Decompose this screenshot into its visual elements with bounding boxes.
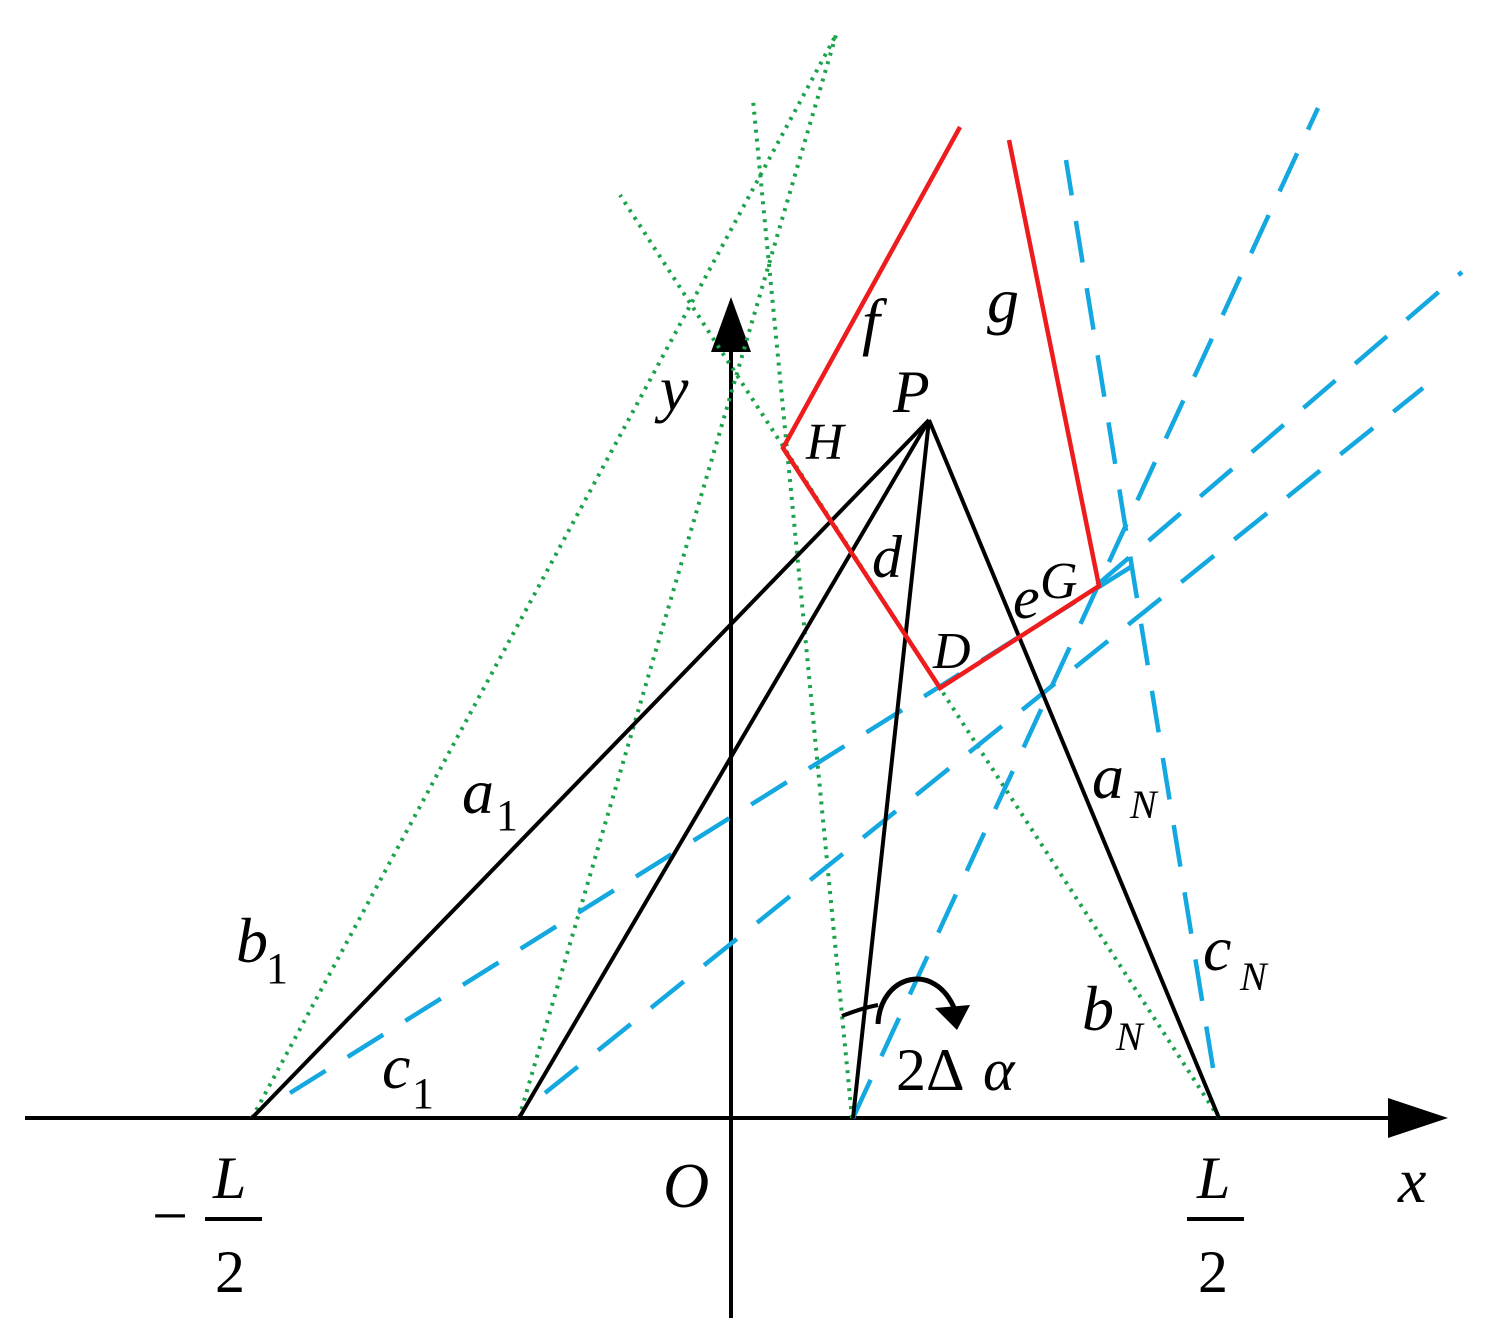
blue-line-cN — [1063, 159, 1216, 1069]
ray-3 — [851, 419, 931, 1119]
label-cN: c N — [1203, 913, 1269, 999]
blue-line-4 — [1095, 270, 1464, 587]
left-tick-sign: − — [152, 1180, 188, 1251]
label-aN-sub: N — [1129, 782, 1159, 827]
angle-arc-arrow — [841, 1003, 879, 1018]
label-c1-sub: 1 — [412, 1069, 434, 1118]
right-tick-numerator: L — [1196, 1145, 1230, 1211]
angle-label-symbol: α — [983, 1037, 1016, 1103]
point-P-label: P — [892, 359, 930, 425]
label-cN-base: c — [1203, 913, 1231, 984]
point-G-label: G — [1040, 553, 1078, 610]
label-aN-base: a — [1092, 741, 1124, 812]
left-tick-numerator: L — [212, 1145, 246, 1211]
label-cN-sub: N — [1239, 954, 1269, 999]
label-c1: c 1 — [382, 1031, 434, 1118]
label-a1-sub: 1 — [496, 791, 518, 840]
green-line-b1 — [250, 34, 838, 1119]
label-b1-base: b — [236, 905, 268, 976]
y-axis-arrowhead — [711, 297, 751, 352]
blue-line-2 — [543, 386, 1425, 1095]
angle-label: 2Δ α — [896, 1037, 1016, 1103]
right-tick-denominator: 2 — [1198, 1239, 1228, 1305]
angle-label-prefix: 2Δ — [896, 1037, 965, 1103]
label-aN: a N — [1092, 741, 1159, 827]
point-D-label: D — [932, 623, 971, 680]
origin-label: O — [663, 1150, 709, 1221]
angle-arc-arrow-2 — [875, 976, 958, 1025]
left-tick-label: − L 2 — [152, 1145, 262, 1305]
label-f: f — [862, 286, 888, 357]
x-axis-arrowhead — [1388, 1098, 1448, 1138]
point-H-label: H — [805, 414, 846, 471]
label-d: d — [872, 524, 903, 590]
label-b1: b 1 — [236, 905, 288, 993]
label-bN-base: b — [1082, 973, 1114, 1044]
y-axis-label: y — [654, 353, 689, 424]
label-bN-sub: N — [1115, 1014, 1145, 1059]
red-boundary-f-H-D-G-g — [780, 125, 1102, 692]
label-bN: b N — [1082, 973, 1145, 1059]
ray-aN — [927, 419, 1221, 1119]
ray-a1 — [250, 418, 931, 1120]
right-tick-label: L 2 — [1187, 1145, 1244, 1305]
left-tick-denominator: 2 — [215, 1239, 245, 1305]
label-a1-base: a — [462, 756, 494, 827]
angle-arrowhead — [935, 1005, 970, 1030]
label-b1-sub: 1 — [266, 944, 288, 993]
ray-2 — [517, 418, 931, 1120]
label-g: g — [987, 265, 1019, 336]
label-a1: a 1 — [462, 756, 518, 840]
label-e: e — [1013, 565, 1040, 631]
green-line-2 — [517, 34, 838, 1119]
label-c1-base: c — [382, 1031, 410, 1102]
blue-line-3 — [850, 107, 1321, 1119]
x-axis-label: x — [1397, 1145, 1426, 1216]
green-line-3 — [751, 99, 854, 1119]
